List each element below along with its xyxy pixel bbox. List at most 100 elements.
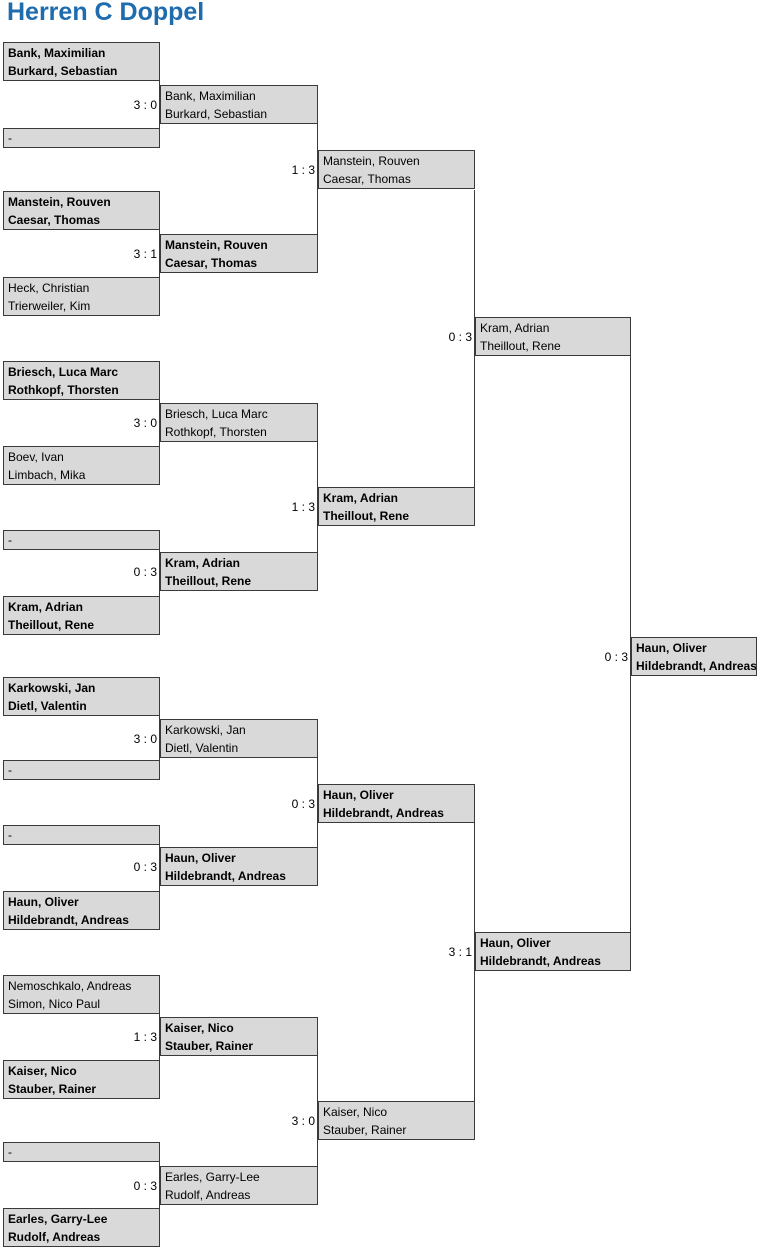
team-name: Kaiser, Nico (165, 1020, 234, 1035)
match-score-r3s2: 1 : 3 (291, 500, 315, 514)
team-name: Earles, Garry-Lee (8, 1211, 108, 1226)
team-name: Burkard, Sebastian (8, 63, 118, 78)
team-name: Manstein, Rouven (323, 153, 420, 168)
team-name: Rothkopf, Thorsten (8, 382, 119, 397)
connector-line (474, 823, 475, 1101)
connector-line (630, 356, 631, 932)
team-name: Theillout, Rene (480, 338, 561, 353)
team-name: Rothkopf, Thorsten (165, 424, 267, 439)
team-name: Theillout, Rene (165, 573, 252, 588)
team-name: - (8, 828, 12, 842)
team-name: - (8, 533, 12, 547)
team-name: Burkard, Sebastian (165, 106, 268, 121)
connector-line (317, 1056, 318, 1166)
team-name: Briesch, Luca Marc (165, 406, 268, 421)
team-name: Kaiser, Nico (8, 1063, 77, 1078)
team-name: Stauber, Rainer (323, 1122, 407, 1137)
team-name: Theillout, Rene (8, 617, 95, 632)
team-name: Karkowski, Jan (8, 680, 96, 695)
team-name: Caesar, Thomas (165, 255, 258, 270)
team-name: Simon, Nico Paul (8, 996, 101, 1011)
match-score-r4s2: 3 : 1 (448, 945, 472, 959)
team-name: Caesar, Thomas (323, 171, 411, 186)
match-score-r5s1: 0 : 3 (604, 650, 628, 664)
team-name: Manstein, Rouven (165, 237, 268, 252)
team-name: Bank, Maximilian (165, 88, 256, 103)
team-name: Bank, Maximilian (8, 45, 106, 60)
team-name: Haun, Oliver (636, 640, 707, 655)
connector-line (159, 550, 160, 596)
connector-line (159, 716, 160, 760)
team-name: Haun, Oliver (480, 935, 551, 950)
connector-line (317, 442, 318, 552)
team-name: Briesch, Luca Marc (8, 364, 119, 379)
team-name: Dietl, Valentin (8, 698, 87, 713)
team-name: Earles, Garry-Lee (165, 1169, 260, 1184)
match-score-r3s3: 0 : 3 (291, 797, 315, 811)
team-box-r1s11: - (3, 825, 160, 845)
team-name: Rudolf, Andreas (165, 1187, 251, 1202)
team-name: Trierweiler, Kim (8, 298, 91, 313)
match-score-r2s7: 1 : 3 (133, 1030, 157, 1044)
team-name: Kaiser, Nico (323, 1104, 388, 1119)
team-name: Hildebrandt, Andreas (165, 868, 286, 883)
team-name: Haun, Oliver (8, 894, 79, 909)
match-score-r4s1: 0 : 3 (448, 330, 472, 344)
team-name: Kram, Adrian (323, 490, 398, 505)
match-score-r2s4: 0 : 3 (133, 565, 157, 579)
match-score-r3s4: 3 : 0 (291, 1114, 315, 1128)
connector-line (159, 230, 160, 277)
team-name: Nemoschkalo, Andreas (8, 978, 132, 993)
connector-line (159, 400, 160, 446)
team-name: Hildebrandt, Andreas (480, 953, 601, 968)
team-name: Heck, Christian (8, 280, 90, 295)
team-name: Haun, Oliver (165, 850, 236, 865)
connector-line (159, 845, 160, 891)
connector-line (317, 124, 318, 234)
connector-line (317, 758, 318, 847)
team-name: Stauber, Rainer (8, 1081, 97, 1096)
team-name: Boev, Ivan (8, 449, 64, 464)
team-name: Karkowski, Jan (165, 722, 246, 737)
team-name: Manstein, Rouven (8, 194, 111, 209)
match-score-r2s1: 3 : 0 (133, 98, 157, 112)
connector-line (159, 1014, 160, 1060)
team-name: Theillout, Rene (323, 508, 410, 523)
team-box-r1s7: - (3, 530, 160, 550)
team-name: Dietl, Valentin (165, 740, 239, 755)
team-name: Caesar, Thomas (8, 212, 101, 227)
team-name: Hildebrandt, Andreas (323, 805, 444, 820)
team-name: Limbach, Mika (8, 467, 86, 482)
team-name: - (8, 1145, 12, 1159)
team-name: - (8, 131, 12, 145)
team-name: Kram, Adrian (8, 599, 83, 614)
match-score-r2s3: 3 : 0 (133, 416, 157, 430)
team-name: Haun, Oliver (323, 787, 394, 802)
connector-line (159, 1162, 160, 1208)
match-score-r2s6: 0 : 3 (133, 860, 157, 874)
team-name: Rudolf, Andreas (8, 1229, 101, 1244)
